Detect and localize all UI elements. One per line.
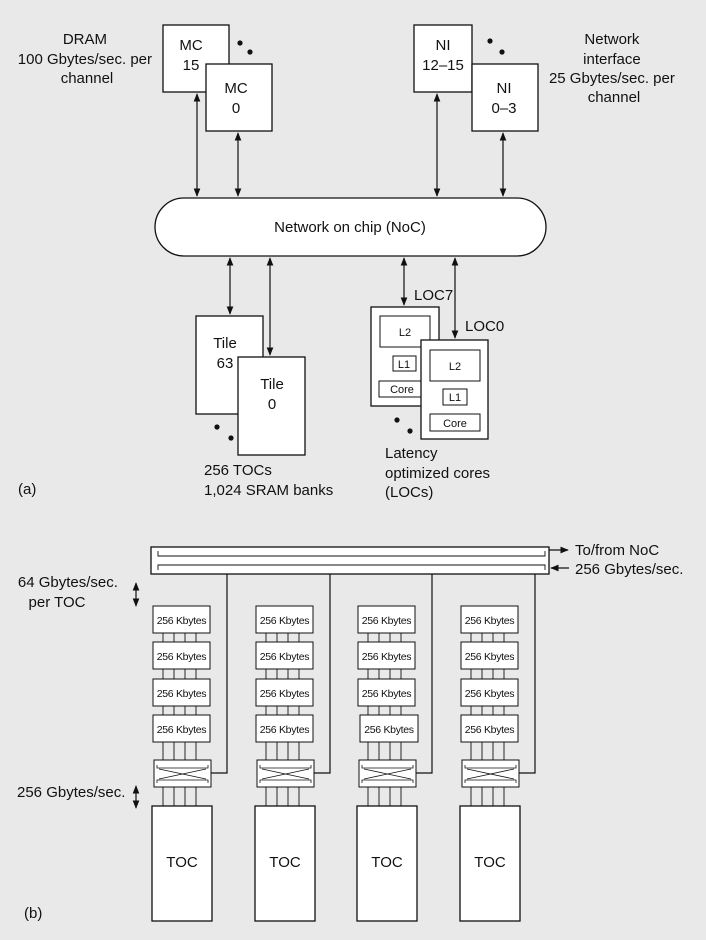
noc-tile-links (226, 257, 274, 356)
loc-caption: Latency optimized cores (LOCs) (385, 445, 494, 501)
toc-column-2: 256 Kbytes 256 Kbytes 256 Kbytes 256 Kbytes… (254, 574, 331, 922)
sram-bank (152, 678, 211, 707)
sram-bank (357, 678, 416, 707)
toc-switch (153, 759, 212, 788)
toc-column-1: 256 Kbytes 256 Kbytes 256 Kbytes 256 Kbytes… (151, 574, 228, 922)
ni-noc-links (433, 93, 507, 197)
svg-text:L1: L1 (398, 359, 410, 371)
toc-switch (358, 759, 417, 788)
sram-bank-label: 256 Kbytes (362, 651, 412, 663)
sram-bank (359, 714, 419, 743)
sram-bank-label: 256 Kbytes (465, 724, 515, 736)
toc-bandwidth-label: 64 Gbytes/sec. per TOC (18, 574, 122, 611)
svg-text:L2: L2 (399, 327, 411, 339)
sram-bank (152, 605, 211, 634)
sram-bank (152, 714, 211, 743)
sram-bank-label: 256 Kbytes (157, 724, 207, 736)
network-interface-label: Network interface 25 Gbytes/sec. per cha… (549, 31, 679, 106)
toc-label: TOC (269, 854, 301, 871)
svg-text:L1: L1 (449, 392, 461, 404)
dram-label: DRAM 100 Gbytes/sec. per channel (18, 31, 156, 87)
sram-bank-label: 256 Kbytes (157, 615, 207, 627)
sram-bank-label: 256 Kbytes (364, 724, 414, 736)
svg-text:Core: Core (443, 418, 467, 430)
sram-bank (255, 641, 314, 670)
sram-bank-label: 256 Kbytes (465, 688, 515, 700)
sram-bank (460, 605, 519, 634)
toc-column-3: 256 Kbytes 256 Kbytes 256 Kbytes 256 Kbytes… (356, 574, 433, 922)
sram-bank-label: 256 Kbytes (157, 651, 207, 663)
sram-bank-label: 256 Kbytes (157, 688, 207, 700)
tile-crossbar (150, 546, 550, 575)
svg-text:MC0: MC0 (224, 80, 247, 117)
svg-text:NI0–3: NI0–3 (491, 80, 516, 117)
sram-bank-label: 256 Kbytes (362, 615, 412, 627)
sram-bank-label: 256 Kbytes (260, 688, 310, 700)
sram-bank (152, 641, 211, 670)
sram-bank (357, 641, 416, 670)
crossbar-link (314, 574, 331, 774)
sram-bank (460, 678, 519, 707)
noc-link-label: To/from NoC 256 Gbytes/sec. (575, 542, 683, 578)
mc-noc-links (193, 93, 242, 197)
loc0-label: LOC0 (465, 318, 504, 335)
sram-bank (460, 714, 519, 743)
ni-ellipsis-dots (487, 38, 505, 55)
loc-ellipsis-dots (394, 417, 413, 434)
toc-block (151, 805, 213, 922)
toc-column-4: 256 Kbytes 256 Kbytes 256 Kbytes 256 Kbytes… (459, 574, 536, 922)
crossbar-link (416, 574, 433, 774)
sram-bank-label: 256 Kbytes (260, 724, 310, 736)
toc-label: TOC (166, 854, 198, 871)
sram-bank (357, 605, 416, 634)
toc-label: TOC (371, 854, 403, 871)
toc-switch (256, 759, 315, 788)
sram-bank (255, 678, 314, 707)
sram-bank-label: 256 Kbytes (465, 615, 515, 627)
network-on-chip: Network on chip (NoC) (154, 197, 547, 257)
noc-loc-links (400, 257, 459, 339)
sram-bank (255, 714, 314, 743)
loc7-label: LOC7 (414, 287, 453, 304)
toc-label: TOC (474, 854, 506, 871)
mc-ellipsis-dots (237, 40, 253, 55)
toc-block (356, 805, 418, 922)
sram-bank-label: 256 Kbytes (260, 651, 310, 663)
svg-text:Core: Core (390, 384, 414, 396)
crossbar-link (211, 574, 228, 774)
toc-block (254, 805, 316, 922)
part-b-label: (b) (24, 905, 42, 922)
bank-bandwidth-label: 256 Gbytes/sec. (17, 784, 125, 801)
loc0-core-complex: L2 L1 Core (420, 339, 489, 440)
toc-switch (461, 759, 520, 788)
sram-bank-label: 256 Kbytes (260, 615, 310, 627)
part-a-label: (a) (18, 481, 36, 498)
svg-text:Network on chip (NoC): Network on chip (NoC) (274, 219, 426, 236)
toc-block (459, 805, 521, 922)
sram-bank-label: 256 Kbytes (465, 651, 515, 663)
sram-bank-label: 256 Kbytes (362, 688, 412, 700)
svg-text:L2: L2 (449, 361, 461, 373)
sram-bank (255, 605, 314, 634)
crossbar-link (519, 574, 536, 774)
tile-ellipsis-dots (214, 424, 234, 441)
tile-caption: 256 TOCs 1,024 SRAM banks (204, 462, 333, 499)
sram-bank (460, 641, 519, 670)
noc-link-arrows (549, 546, 569, 572)
